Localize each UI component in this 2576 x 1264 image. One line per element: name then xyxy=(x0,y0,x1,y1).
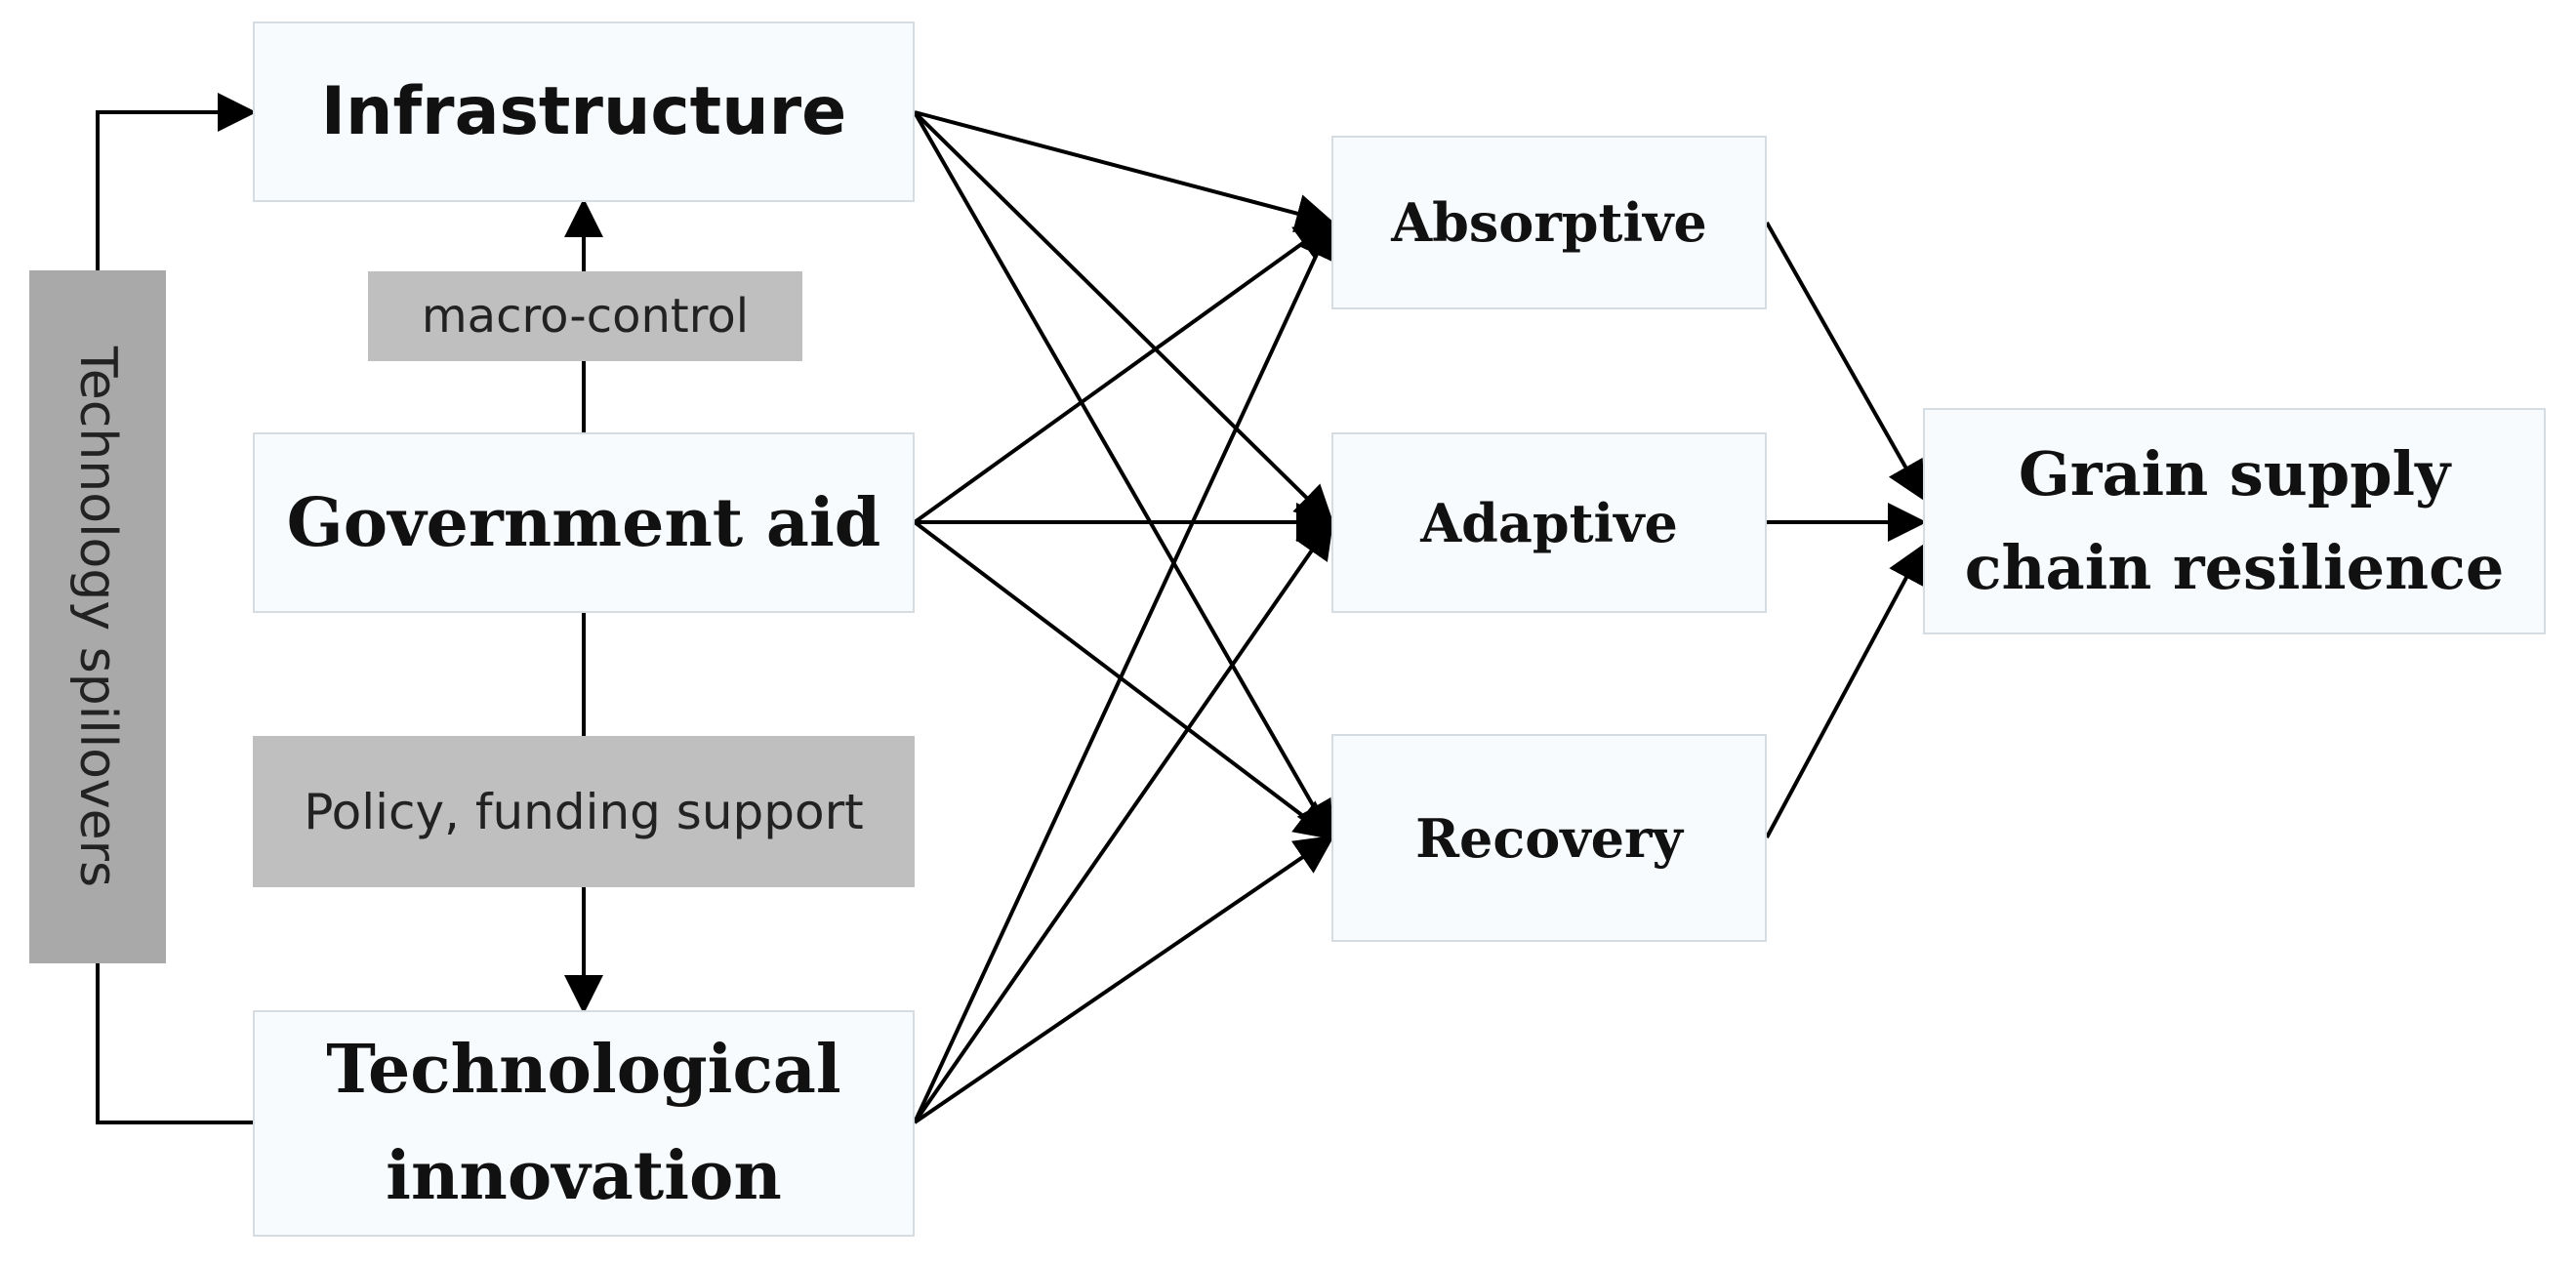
technology-spillovers-label: Technology spillovers xyxy=(29,270,166,963)
node-recovery: Recovery xyxy=(1331,734,1767,942)
edge-technology-absorptive xyxy=(913,219,1335,1123)
node-technological-innovation-line2: innovation xyxy=(386,1137,782,1215)
edge-infrastructure-adaptive xyxy=(913,110,1334,525)
node-government-aid: Government aid xyxy=(253,432,915,613)
node-grain-supply-chain-resilience: Grain supply chain resilience xyxy=(1923,408,2546,634)
node-infrastructure-label: Infrastructure xyxy=(320,73,847,150)
node-adaptive-label: Adaptive xyxy=(1420,491,1678,554)
node-absorptive: Absorptive xyxy=(1331,136,1767,309)
node-grain-line1: Grain supply xyxy=(2018,437,2451,510)
node-grain-line2: chain resilience xyxy=(1964,532,2505,603)
macro-control-label: macro-control xyxy=(368,271,802,361)
edge-government-recovery xyxy=(913,520,1335,840)
edge-government-absorptive xyxy=(913,220,1335,524)
policy-funding-text: Policy, funding support xyxy=(304,783,864,840)
node-technological-innovation-line1: Technological xyxy=(326,1031,841,1110)
edge-absorptive-resilience xyxy=(1765,222,1925,502)
node-infrastructure: Infrastructure xyxy=(253,21,915,202)
technology-spillovers-text: Technology spillovers xyxy=(68,346,127,888)
node-adaptive: Adaptive xyxy=(1331,432,1767,613)
node-recovery-label: Recovery xyxy=(1415,806,1683,870)
node-government-aid-label: Government aid xyxy=(286,483,881,562)
macro-control-text: macro-control xyxy=(421,289,750,344)
node-absorptive-label: Absorptive xyxy=(1391,191,1707,254)
edge-infrastructure-recovery xyxy=(913,111,1333,841)
edge-recovery-resilience xyxy=(1765,543,1925,838)
policy-funding-label: Policy, funding support xyxy=(253,736,915,887)
node-technological-innovation: Technological innovation xyxy=(253,1010,915,1237)
edge-infrastructure-absorptive xyxy=(914,110,1335,233)
edge-technology-recovery xyxy=(913,835,1335,1124)
edge-technology-adaptive xyxy=(913,518,1334,1124)
